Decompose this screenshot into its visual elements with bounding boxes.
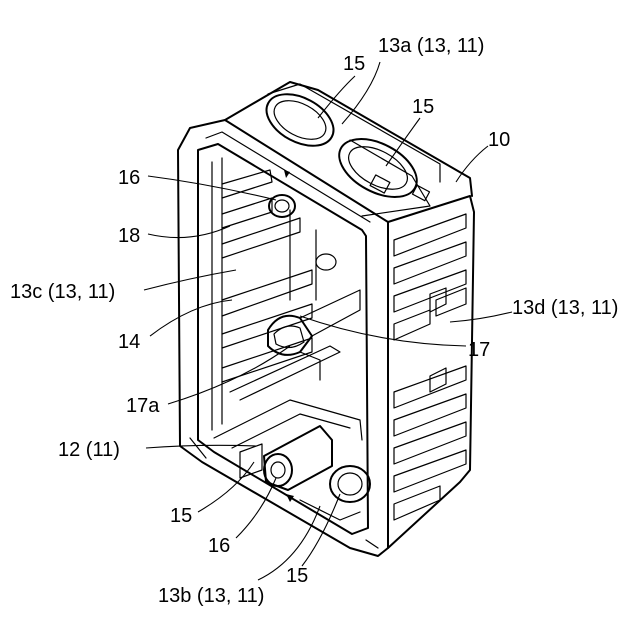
left-inner-wall <box>212 158 222 430</box>
label-13a: 13a (13, 11) <box>378 35 484 57</box>
label-10: 10 <box>488 129 510 151</box>
label-15-bottom-left: 15 <box>170 505 192 527</box>
top-back-edge <box>225 82 472 196</box>
label-13d: 13d (13, 11) <box>512 297 618 319</box>
label-17a: 17a <box>126 395 160 417</box>
label-13b: 13b (13, 11) <box>158 585 264 607</box>
label-17: 17 <box>468 339 490 361</box>
label-18: 18 <box>118 225 140 247</box>
label-13c: 13c (13, 11) <box>10 281 115 303</box>
leader-lines <box>144 62 512 580</box>
label-15-bottom-right: 15 <box>286 565 308 587</box>
upper-screw-boss <box>269 195 295 217</box>
label-12: 12 (11) <box>58 439 120 461</box>
label-16-left: 16 <box>118 167 140 189</box>
label-15-upper: 15 <box>412 96 434 118</box>
label-14: 14 <box>118 331 140 353</box>
label-15-top: 15 <box>343 53 365 75</box>
right-side-ribs <box>394 214 466 520</box>
interior-rails <box>222 170 336 382</box>
bottom-screw-boss <box>264 426 332 490</box>
label-16-bottom: 16 <box>208 535 230 557</box>
right-side-wall <box>388 196 474 548</box>
